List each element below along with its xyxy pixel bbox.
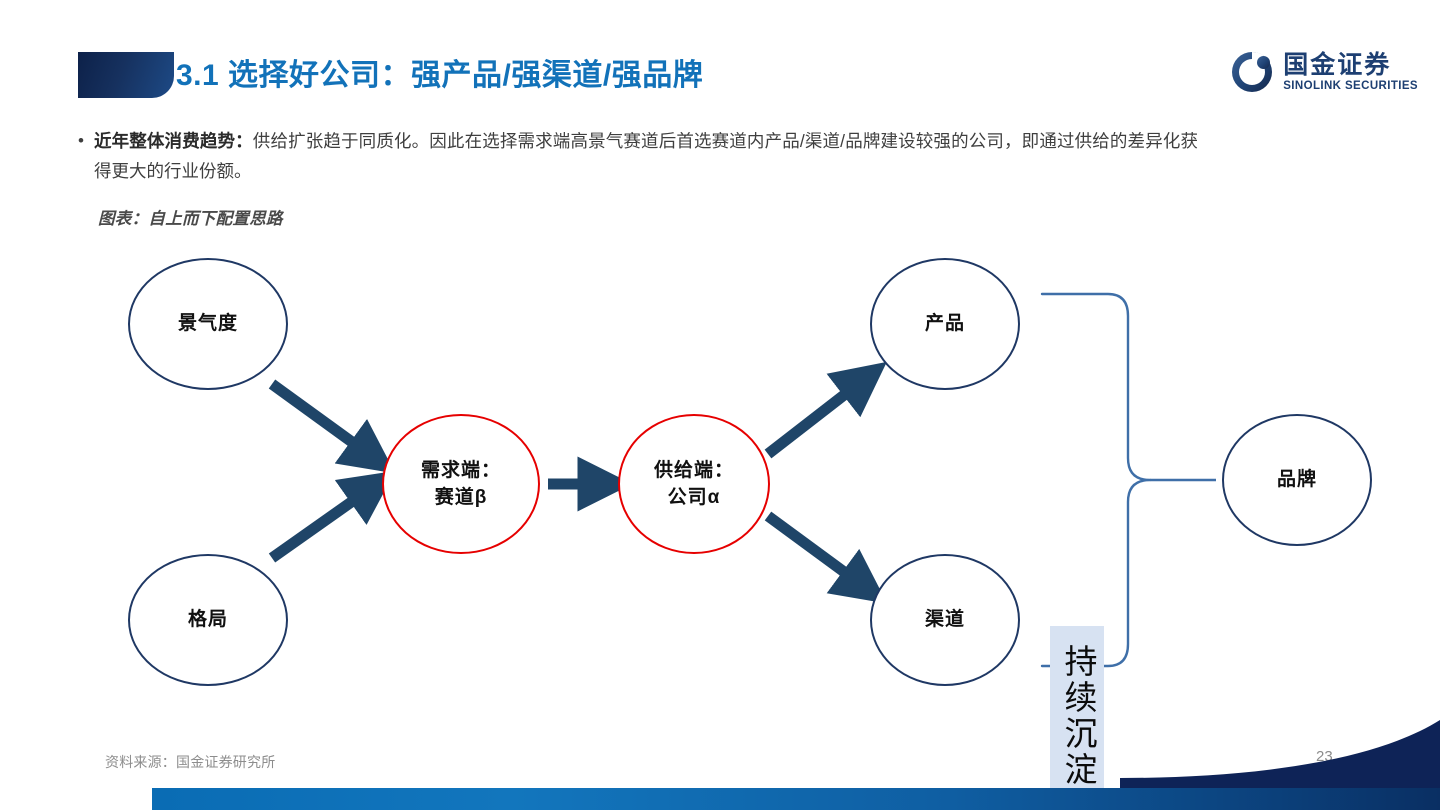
bullet-paragraph: • 近年整体消费趋势：供给扩张趋于同质化。因此在选择需求端高景气赛道后首选赛道内…	[78, 126, 1198, 186]
bullet-marker: •	[78, 131, 84, 150]
bullet-rest: 供给扩张趋于同质化。因此在选择需求端高景气赛道后首选赛道内产品/渠道/品牌建设较…	[93, 131, 1198, 181]
brand-logo: 国金证券 SINOLINK SECURITIES	[1230, 50, 1418, 94]
node-supply[interactable]: 供给端：公司α	[618, 414, 770, 554]
node-supply-label: 供给端：公司α	[653, 460, 734, 508]
figure-caption: 图表：自上而下配置思路	[98, 210, 283, 228]
node-channel[interactable]: 渠道	[870, 554, 1020, 686]
logo-wordmark: 国金证券 SINOLINK SECURITIES	[1283, 50, 1418, 93]
node-brand-label: 品牌	[1276, 469, 1317, 490]
node-brand[interactable]: 品牌	[1222, 414, 1372, 546]
node-channel-label: 渠道	[924, 609, 965, 630]
bullet-body: 近年整体消费趋势：供给扩张趋于同质化。因此在选择需求端高景气赛道后首选赛道内产品…	[94, 126, 1198, 186]
vertical-label-text: 持续沉淀	[1059, 644, 1095, 788]
logo-cn-text: 国金证券	[1283, 50, 1392, 79]
bullet-lead: 近年整体消费趋势：	[93, 131, 253, 151]
diagram-connectors	[268, 292, 1216, 668]
corner-swoosh-decoration	[1120, 720, 1440, 788]
node-pattern[interactable]: 格局	[128, 554, 288, 686]
bottom-accent-bar	[152, 788, 1440, 810]
node-boom-label: 景气度	[177, 313, 238, 334]
node-demand-label: 需求端：赛道β	[420, 460, 501, 508]
logo-en-text: SINOLINK SECURITIES	[1283, 79, 1418, 92]
node-boom[interactable]: 景气度	[128, 258, 288, 390]
node-demand[interactable]: 需求端：赛道β	[382, 414, 540, 554]
source-note: 资料来源：国金证券研究所	[105, 754, 276, 770]
node-product-label: 产品	[924, 313, 965, 334]
sinolink-mark-icon	[1230, 50, 1274, 94]
page-title: 3.1 选择好公司：强产品/强渠道/强品牌	[176, 59, 704, 92]
vertical-label-accumulation: 持续沉淀	[1050, 626, 1104, 806]
title-accent-bar	[78, 52, 174, 98]
diagram-canvas: 景气度 格局 需求端：赛道β 供给端：公司α 产品 渠道 品牌 持续沉淀	[0, 236, 1440, 806]
node-product[interactable]: 产品	[870, 258, 1020, 390]
node-pattern-label: 格局	[187, 609, 228, 630]
